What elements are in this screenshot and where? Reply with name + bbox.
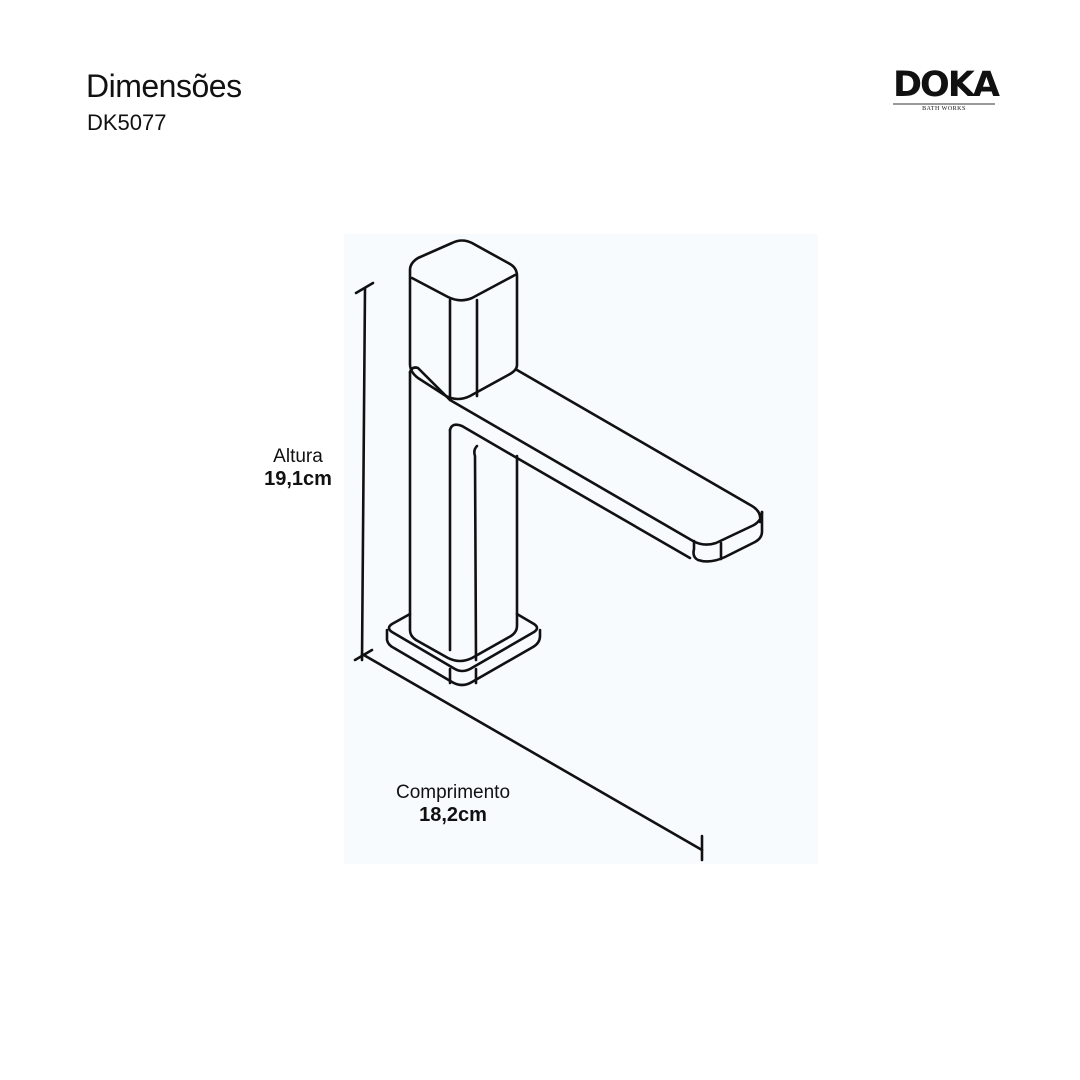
length-label: Comprimento 18,2cm [373,782,533,826]
height-label: Altura 19,1cm [250,446,346,490]
height-label-text: Altura [273,446,323,467]
faucet-handle [408,239,519,401]
product-code: DK5077 [87,110,167,135]
height-dimension-line [353,281,375,662]
length-value: 18,2cm [419,804,487,826]
faucet-spout [448,368,764,563]
faucet-body [408,366,519,663]
logo-divider [893,103,995,105]
height-value: 19,1cm [264,468,332,490]
brand-logo: DOKA BATH WORKS [893,65,1000,112]
page-title: Dimensões [86,68,242,104]
base-plate [385,612,542,687]
logo-name: DOKA [893,65,1000,105]
length-label-text: Comprimento [395,782,511,803]
logo-tagline: BATH WORKS [922,106,966,112]
length-dimension-line [360,652,704,862]
